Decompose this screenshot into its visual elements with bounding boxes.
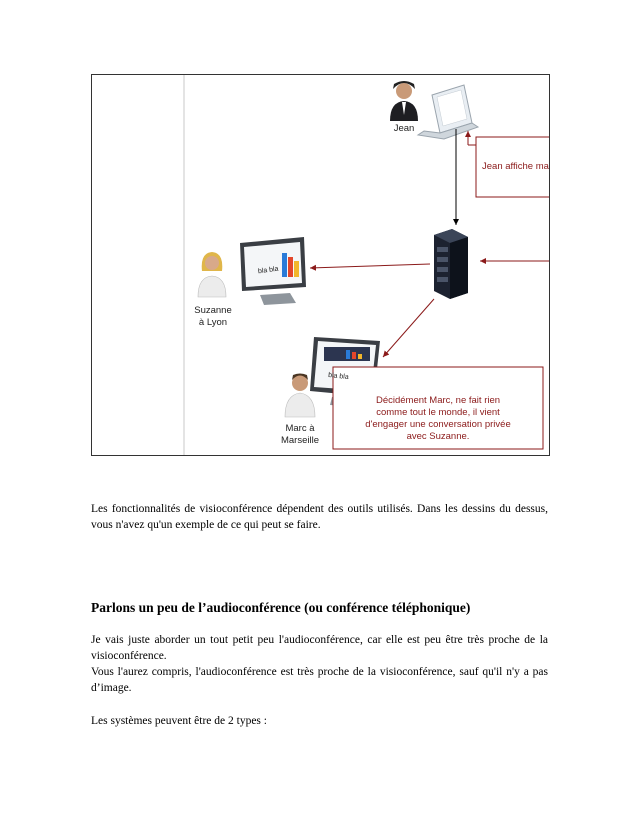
server-icon (434, 229, 468, 299)
paragraph-audio-line2: Vous l'aurez compris, l'audioconférence … (91, 664, 548, 696)
suzanne-person-icon (198, 252, 226, 297)
jean-person-icon (390, 81, 418, 121)
marc-label: Marc à Marseille (272, 423, 328, 447)
suzanne-label-line2: à Lyon (188, 317, 238, 329)
arrow-server-to-marc (383, 299, 434, 357)
paragraph-audio-line1: Je vais juste aborder un tout petit peu … (91, 632, 548, 664)
jean-note-text: Jean affiche ma (482, 161, 549, 173)
marc-note-line3: d'engager une conversation privée (335, 419, 541, 431)
marc-label-line1: Marc à (272, 423, 328, 435)
marc-note-line4: avec Suzanne. (335, 431, 541, 443)
marc-screen-text: bla bla (327, 370, 349, 384)
arrow-server-to-suzanne (310, 264, 430, 268)
marc-note-text: Décidément Marc, ne fait rien comme tout… (335, 395, 541, 443)
jean-laptop-icon (418, 75, 478, 139)
paragraph-intro: Les fonctionnalités de visioconférence d… (91, 501, 548, 533)
suzanne-label-line1: Suzanne (188, 305, 238, 317)
marc-note-line2: comme tout le monde, il vient (335, 407, 541, 419)
paragraph-types: Les systèmes peuvent être de 2 types : (91, 713, 548, 729)
suzanne-label: Suzanne à Lyon (188, 305, 238, 329)
marc-note-line1: Décidément Marc, ne fait rien (335, 395, 541, 407)
videoconference-diagram: bla bla bla bla Jean Jean affiche ma Suz… (91, 74, 550, 456)
paragraph-audioconference: Je vais juste aborder un tout petit peu … (91, 632, 548, 696)
marc-label-line2: Marseille (272, 435, 328, 447)
section-heading: Parlons un peu de l’audioconférence (ou … (91, 600, 470, 616)
marc-person-icon (285, 374, 315, 418)
jean-label: Jean (382, 123, 426, 135)
